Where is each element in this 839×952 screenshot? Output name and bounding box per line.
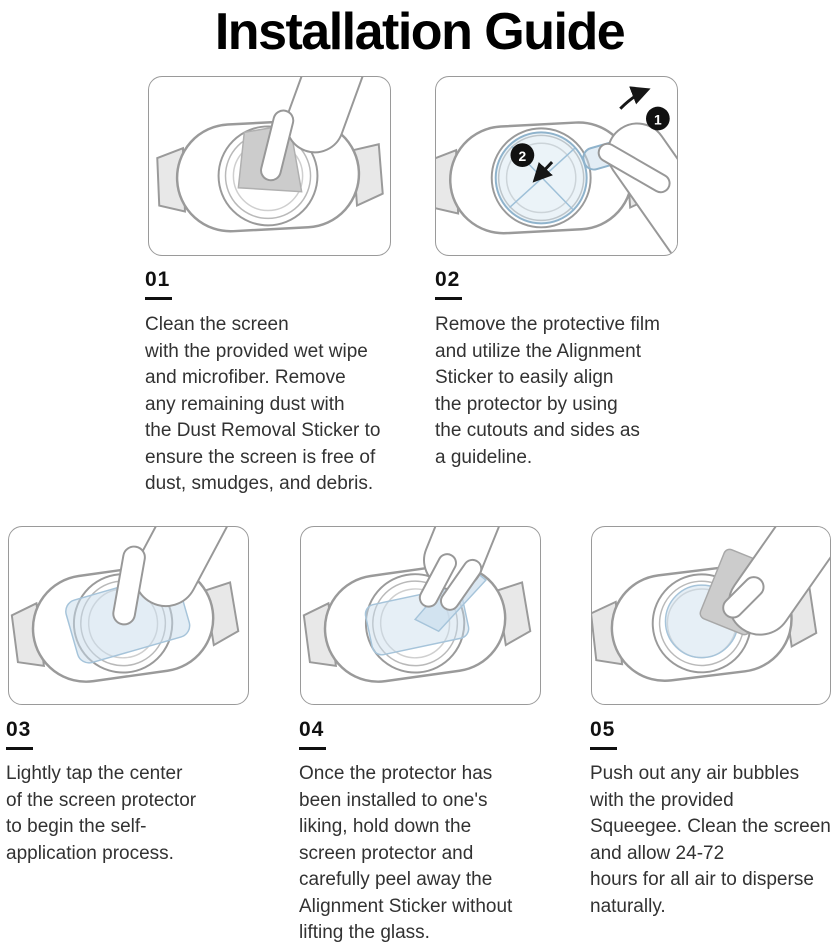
step-01-number-text: 01 [145, 268, 171, 291]
step-04-panel [300, 526, 541, 705]
step-05-number: 05 [590, 718, 617, 750]
step-02-underline [435, 297, 462, 300]
finger-icon [440, 558, 483, 611]
step-04-underline [299, 747, 326, 750]
step-05-number-text: 05 [590, 718, 616, 741]
step-04-illustration [301, 527, 535, 692]
step-03-underline [6, 747, 33, 750]
badge-1 [645, 106, 670, 131]
step-05-illustration [592, 527, 830, 690]
step-04-number-text: 04 [299, 718, 325, 741]
step-04-number: 04 [299, 718, 326, 750]
step-02-panel: 1 2 [435, 76, 678, 256]
step-02-illustration: 1 2 [436, 86, 677, 255]
step-02-number-text: 02 [435, 268, 461, 291]
step-01-illustration [156, 77, 384, 236]
arrow-up-right-icon [619, 86, 651, 110]
step-01-description: Clean the screen with the provided wet w… [145, 314, 381, 494]
step-03-number: 03 [6, 718, 33, 750]
step-05-underline [590, 747, 617, 750]
step-03-illustration [9, 527, 243, 692]
step-03-number-text: 03 [6, 718, 32, 741]
thumb-icon [597, 142, 671, 194]
hand-icon [133, 527, 243, 608]
finger-icon [260, 109, 295, 182]
step-01-underline [145, 297, 172, 300]
step-02-number: 02 [435, 268, 462, 300]
page-title: Installation Guide [214, 3, 626, 61]
thumb-icon [722, 576, 765, 619]
hand-icon [285, 77, 371, 154]
step-04-description: Once the protector has been installed to… [299, 763, 513, 943]
step-01-panel [148, 76, 391, 256]
step-03-panel [8, 526, 249, 705]
badge-1-number: 1 [654, 112, 662, 128]
badge-2 [510, 143, 535, 167]
finger-icon [418, 553, 457, 608]
step-01-number: 01 [145, 268, 172, 300]
arrow-down-left-icon [532, 161, 554, 183]
step-03-description: Lightly tap the center of the screen pro… [6, 763, 197, 864]
step-05-panel [591, 526, 831, 705]
hand-icon [727, 527, 830, 636]
tapping-finger-icon [112, 545, 146, 626]
step-05-description: Push out any air bubbles with the provid… [590, 763, 831, 917]
badge-2-number: 2 [519, 148, 527, 164]
step-02-description: Remove the protective film and utilize t… [435, 314, 660, 468]
